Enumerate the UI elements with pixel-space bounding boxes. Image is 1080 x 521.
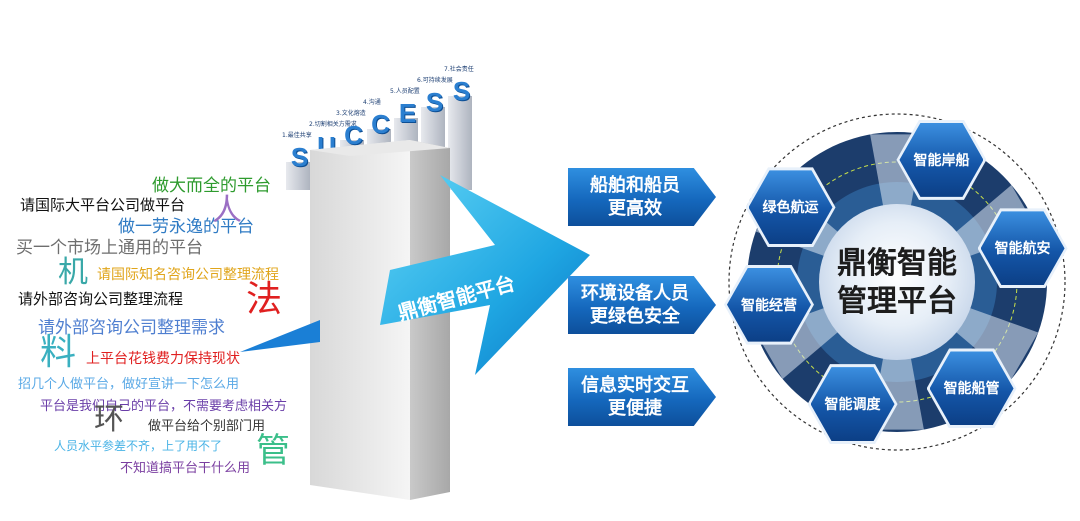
hub-node-label: 智能航安: [994, 241, 1051, 258]
success-step-label: 7.社会责任: [444, 66, 474, 73]
word-cloud-phrase: 做一劳永逸的平台: [118, 217, 254, 237]
hub-node-label: 绿色航运: [762, 200, 819, 217]
success-letter: S: [425, 87, 444, 117]
input-arrow: [240, 320, 320, 352]
word-cloud-phrase: 料: [40, 332, 77, 373]
word-cloud-phrase: 法: [246, 279, 283, 320]
word-cloud-phrase: 不知道搞平台干什么用: [120, 461, 251, 476]
success-bar: [286, 162, 310, 190]
success-letter: C: [344, 120, 363, 150]
success-step-label: 3.文化熔造: [336, 110, 366, 117]
word-cloud-phrase: 人员水平参差不齐，上了用不了: [54, 439, 223, 453]
word-cloud: 做大而全的平台请国际大平台公司做平台做一劳永逸的平台人买一个市场上通用的平台机请…: [0, 0, 330, 521]
hub-node-label: 智能调度: [824, 397, 881, 414]
success-step-label: 2.切割相关方需求: [309, 121, 357, 128]
word-cloud-phrase: 买一个市场上通用的平台: [16, 238, 203, 258]
word-cloud-phrase: 平台是我们自己的平台，不需要考虑相关方: [40, 399, 288, 414]
benefit-text: 船舶和船员 更高效: [590, 175, 680, 219]
success-letter: E: [398, 98, 417, 128]
success-step-label: 5.人员配置: [390, 88, 420, 95]
word-cloud-phrase: 管: [256, 431, 290, 471]
word-cloud-phrase: 机: [58, 255, 88, 290]
word-cloud-phrase: 人: [212, 193, 242, 228]
benefit-text: 环境设备人员 更绿色安全: [581, 283, 689, 327]
word-cloud-phrase: 请外部咨询公司整理流程: [18, 290, 184, 308]
hub-center-title: 鼎衡智能 管理平台: [837, 246, 957, 319]
hub-node: 智能船管: [929, 351, 1014, 426]
success-letter: S: [290, 142, 309, 172]
word-cloud-phrase: 环: [94, 402, 124, 437]
hub-node-label: 智能岸船: [913, 152, 970, 169]
success-step-label: 1.最佳共享: [282, 132, 312, 139]
word-cloud-phrase: 招几个人做平台，做好宣讲一下怎么用: [18, 377, 240, 392]
word-cloud-phrase: 做大而全的平台: [152, 176, 271, 196]
benefit-box: 船舶和船员 更高效: [568, 168, 716, 226]
hub-node-label: 智能船管: [943, 381, 1000, 398]
wall-graphic: [310, 140, 450, 500]
word-cloud-phrase: 请外部咨询公司整理需求: [38, 318, 225, 338]
benefit-text: 信息实时交互 更便捷: [581, 375, 689, 419]
success-letter: C: [371, 109, 390, 139]
word-cloud-phrase: 上平台花钱费力保持现状: [86, 351, 240, 367]
success-bar: [448, 96, 472, 190]
hub-node: 智能经营: [726, 267, 811, 342]
hub-node-label: 智能经营: [740, 297, 797, 314]
success-step-label: 4.沟通: [363, 99, 381, 106]
platform-arrow: [380, 175, 590, 375]
benefit-box: 信息实时交互 更便捷: [568, 368, 716, 426]
word-cloud-phrase: 请国际知名咨询公司整理流程: [97, 267, 279, 283]
word-cloud-phrase: 请国际大平台公司做平台: [20, 196, 186, 214]
word-cloud-phrase: 做平台给个别部门用: [148, 419, 266, 434]
benefit-box: 环境设备人员 更绿色安全: [568, 276, 716, 334]
success-step-label: 6.可持续发展: [417, 77, 453, 84]
hub-node: 智能调度: [810, 367, 895, 442]
success-letter: S: [452, 76, 471, 106]
